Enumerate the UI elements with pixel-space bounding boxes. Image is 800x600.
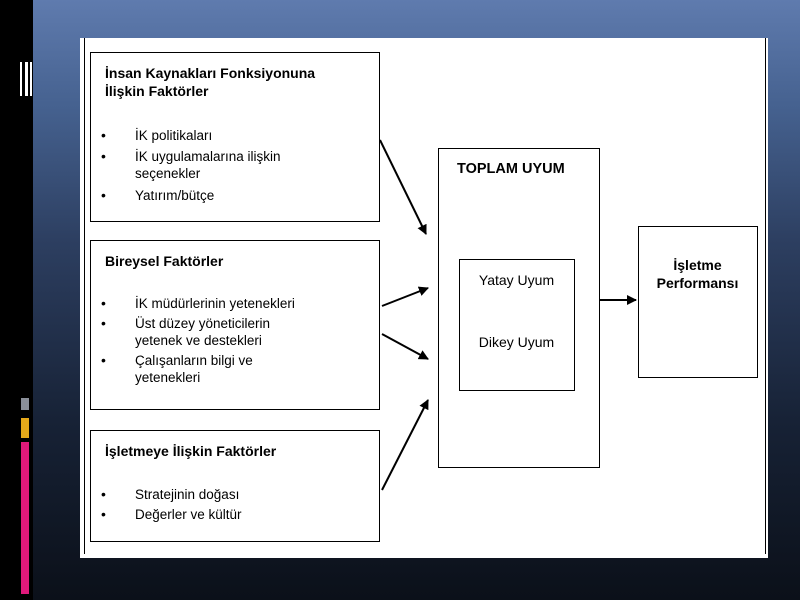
business-factors-title: İşletmeye İlişkin Faktörler [105, 443, 277, 459]
arrow-individual-to-total-fit-upper [381, 286, 429, 307]
hr-factors-list: • İK politikaları • İK uygulamalarına il… [91, 127, 381, 204]
bullet-icon: • [101, 506, 106, 522]
list-item-text: İK uygulamalarına ilişkin [135, 149, 281, 164]
deco-bar-top-2 [25, 62, 28, 96]
list-item-text: Üst düzey yöneticilerin [135, 316, 271, 331]
business-factors-list: • Stratejinin doğası • Değerler ve kültü… [91, 486, 381, 523]
list-item: • Üst düzey yöneticilerin yetenek ve des… [91, 315, 381, 349]
bullet-icon: • [101, 352, 106, 368]
diagram-frame [84, 38, 766, 554]
deco-accent-pink [21, 442, 29, 594]
list-item-text: Yatırım/bütçe [135, 188, 215, 203]
bullet-icon: • [101, 295, 106, 311]
deco-bar-top-3 [30, 62, 32, 96]
list-item: • İK politikaları [91, 127, 381, 144]
list-item-text: Çalışanların bilgi ve [135, 353, 253, 368]
list-item-text-cont: yetenek ve destekleri [135, 333, 262, 348]
deco-bar-top-1 [20, 62, 22, 96]
fit-types-box: Yatay Uyum Dikey Uyum [459, 259, 575, 391]
connector-arrows [379, 139, 637, 491]
performance-title-line1: İşletme [673, 257, 722, 273]
total-fit-title: TOPLAM UYUM [457, 161, 565, 177]
list-item: • Değerler ve kültür [91, 506, 381, 523]
deco-accent-gray [21, 398, 29, 410]
list-item-text: İK politikaları [135, 128, 213, 143]
list-item: • İK uygulamalarına ilişkin seçenekler [91, 148, 381, 182]
business-factors-box: İşletmeye İlişkin Faktörler • Stratejini… [90, 430, 380, 542]
total-fit-box: TOPLAM UYUM Yatay Uyum Dikey Uyum [438, 148, 600, 468]
list-item: • İK müdürlerinin yetenekleri [91, 295, 381, 312]
list-item-text-cont: seçenekler [135, 166, 201, 181]
performance-title-line2: Performansı [656, 275, 739, 291]
list-item-text: İK müdürlerinin yetenekleri [135, 296, 295, 311]
hr-factors-title-line1: İnsan Kaynakları Fonksiyonuna [105, 65, 316, 81]
individual-factors-title: Bireysel Faktörler [105, 253, 224, 269]
list-item-text: Değerler ve kültür [135, 507, 242, 522]
hr-factors-title-line2: İlişkin Faktörler [105, 83, 209, 99]
deco-accent-gold [21, 418, 29, 438]
arrow-business-to-total-fit [381, 399, 429, 491]
list-item: • Çalışanların bilgi ve yetenekleri [91, 352, 381, 386]
list-item: • Stratejinin doğası [91, 486, 381, 503]
business-performance-box: İşletme Performansı [638, 226, 758, 378]
list-item: • Yatırım/bütçe [91, 187, 381, 204]
horizontal-fit-label: Yatay Uyum [478, 272, 555, 288]
bullet-icon: • [101, 486, 106, 502]
hr-factors-box: İnsan Kaynakları Fonksiyonuna İlişkin Fa… [90, 52, 380, 222]
arrow-hr-to-total-fit [379, 139, 427, 235]
list-item-text-cont: yetenekleri [135, 370, 201, 385]
bullet-icon: • [101, 127, 106, 143]
arrow-individual-to-total-fit-lower [381, 333, 429, 360]
individual-factors-list: • İK müdürlerinin yetenekleri • Üst düze… [91, 295, 381, 386]
diagram-canvas: İnsan Kaynakları Fonksiyonuna İlişkin Fa… [80, 38, 768, 558]
bullet-icon: • [101, 148, 106, 164]
bullet-icon: • [101, 187, 106, 203]
bullet-icon: • [101, 315, 106, 331]
individual-factors-box: Bireysel Faktörler • İK müdürlerinin yet… [90, 240, 380, 410]
vertical-fit-label: Dikey Uyum [478, 334, 555, 350]
list-item-text: Stratejinin doğası [135, 487, 240, 502]
